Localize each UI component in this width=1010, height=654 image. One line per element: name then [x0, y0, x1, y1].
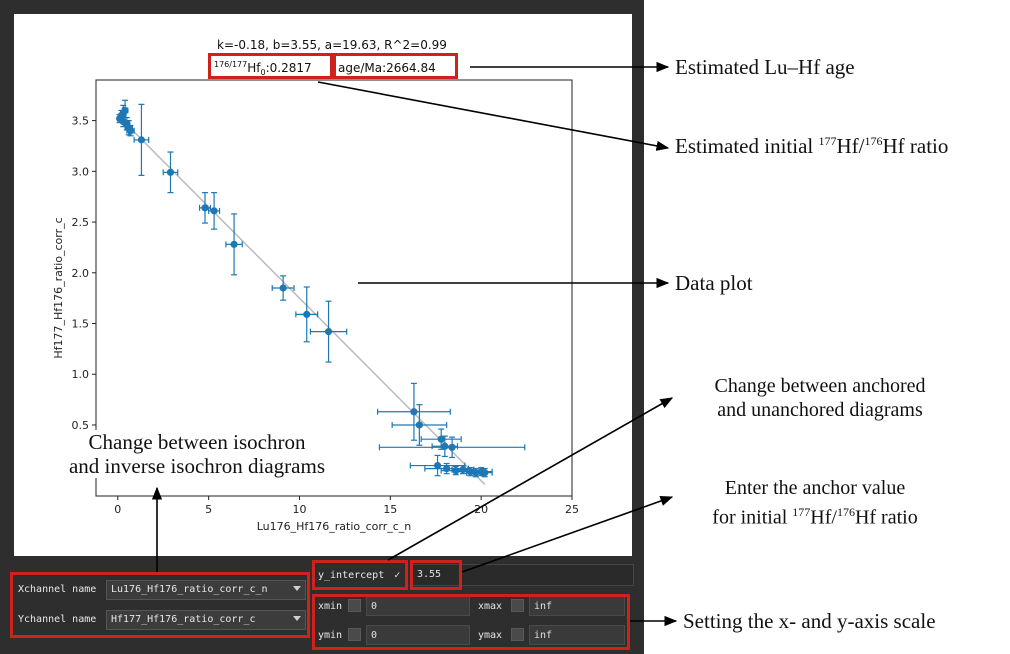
y-tick-label: 1.5	[72, 318, 90, 331]
anchor-mid: Hf/	[810, 506, 837, 529]
xmin-label: xmin	[318, 601, 343, 612]
anchored-line-2: and unanchored diagrams	[717, 399, 923, 421]
annotation-isochron: Change between isochron and inverse isoc…	[28, 430, 366, 478]
y-tick-label: 3.5	[72, 115, 90, 128]
x-tick-label: 15	[383, 503, 397, 516]
ychannel-select[interactable]: Hf177_Hf176_ratio_corr_c	[106, 610, 306, 630]
data-point	[448, 443, 456, 451]
ratio-sup-177: 177	[818, 134, 837, 148]
y-tick-label: 3.0	[72, 165, 90, 178]
anchor-value: 3.55	[417, 569, 442, 580]
ychannel-value: Hf177_Hf176_ratio_corr_c	[111, 614, 256, 625]
y-tick-label: 2.5	[72, 216, 90, 229]
ymax-value: inf	[534, 630, 553, 641]
data-point	[137, 136, 146, 144]
anchor-prefix: for initial	[712, 506, 788, 529]
data-point	[210, 207, 218, 215]
initial-hf-ratio: 176/177Hf0:0.2817	[214, 60, 312, 77]
anchor-sup-176: 176	[836, 505, 855, 519]
y-tick-label: 1.0	[72, 368, 90, 381]
x-axis-label: Lu176_Hf176_ratio_corr_c_n	[257, 520, 412, 533]
data-point	[415, 421, 423, 429]
highlight-channel-selectors	[10, 572, 310, 638]
data-point	[303, 310, 311, 318]
y-tick-label: 2.0	[72, 267, 90, 280]
highlight-initial-ratio	[208, 53, 333, 79]
ratio-suffix: Hf ratio	[882, 134, 949, 158]
data-point	[410, 408, 418, 416]
y-intercept-label: y_intercept	[318, 570, 385, 581]
data-point	[166, 168, 175, 176]
data-point	[452, 467, 460, 475]
data-point	[201, 204, 209, 212]
anchor-line-1: Enter the anchor value	[724, 477, 906, 499]
ymin-label: ymin	[318, 630, 343, 641]
annotation-anchor-value: Enter the anchor value for initial 177Hf…	[670, 476, 960, 530]
anchored-line-1: Change between anchored	[714, 375, 926, 397]
x-tick-label: 5	[205, 503, 212, 516]
ratio-prefix: Estimated initial	[675, 134, 814, 158]
highlight-anchor-value	[410, 560, 462, 590]
age-estimate: age/Ma:2664.84	[338, 61, 436, 75]
hf0-value: :0.2817	[266, 61, 312, 75]
xmax-value: inf	[534, 601, 553, 612]
xchannel-select[interactable]: Lu176_Hf176_ratio_corr_c_n	[106, 580, 306, 600]
highlight-axis-scale	[312, 594, 630, 650]
ychannel-label: Ychannel name	[18, 614, 97, 625]
annotation-axis-scale: Setting the x- and y-axis scale	[683, 609, 936, 633]
ymax-checkbox[interactable]	[511, 628, 524, 641]
anchor-suffix: Hf ratio	[854, 506, 918, 529]
anchor-sup-177: 177	[792, 505, 811, 519]
xmin-value: 0	[371, 601, 378, 612]
data-point	[441, 442, 449, 450]
xchannel-label: Xchannel name	[18, 584, 97, 595]
ymax-input[interactable]: inf	[529, 625, 625, 645]
data-point	[126, 127, 135, 135]
annotation-initial-ratio: Estimated initial 177Hf/176Hf ratio	[675, 134, 948, 159]
x-tick-label: 10	[292, 503, 306, 516]
hf0-main: Hf	[247, 61, 261, 75]
data-point	[279, 284, 287, 292]
x-tick-label: 0	[114, 503, 121, 516]
annotation-anchored: Change between anchored and unanchored d…	[670, 374, 970, 422]
hf0-sub: 0	[260, 68, 265, 77]
x-tick-label: 25	[565, 503, 579, 516]
data-point	[324, 328, 333, 336]
fit-summary: k=-0.18, b=3.55, a=19.63, R^2=0.99	[217, 38, 447, 52]
y-tick-label: 0.5	[72, 419, 90, 432]
xchannel-value: Lu176_Hf176_ratio_corr_c_n	[111, 584, 268, 595]
ymin-value: 0	[371, 630, 378, 641]
ratio-sup-176: 176	[864, 134, 883, 148]
data-point	[481, 469, 489, 477]
annotation-data-plot: Data plot	[675, 271, 753, 295]
xmin-checkbox[interactable]	[348, 599, 361, 612]
xmax-label: xmax	[478, 601, 503, 612]
chevron-down-icon	[293, 586, 301, 591]
chevron-down-icon	[293, 616, 301, 621]
data-point	[121, 106, 129, 115]
data-point	[230, 240, 238, 248]
ymin-input[interactable]: 0	[366, 625, 470, 645]
ymax-label: ymax	[478, 630, 503, 641]
ymin-checkbox[interactable]	[348, 628, 361, 641]
xmax-checkbox[interactable]	[511, 599, 524, 612]
highlight-age	[333, 53, 458, 79]
anchor-line-2: for initial 177Hf/176Hf ratio	[670, 500, 960, 530]
isochron-line-1: Change between isochron	[88, 430, 306, 454]
annotation-age: Estimated Lu–Hf age	[675, 55, 855, 79]
hf0-sup: 176/177	[214, 60, 247, 69]
x-tick-label: 20	[474, 503, 488, 516]
highlight-y-intercept	[312, 560, 408, 590]
axes-frame	[95, 79, 573, 497]
checkmark-icon: ✓	[394, 570, 401, 581]
y-axis-label: Hf177_Hf176_ratio_corr_c	[52, 217, 65, 358]
ratio-mid: Hf/	[836, 134, 865, 158]
isochron-line-2: and inverse isochron diagrams	[68, 454, 325, 478]
y-intercept-checkbox[interactable]: y_intercept ✓	[318, 570, 400, 581]
